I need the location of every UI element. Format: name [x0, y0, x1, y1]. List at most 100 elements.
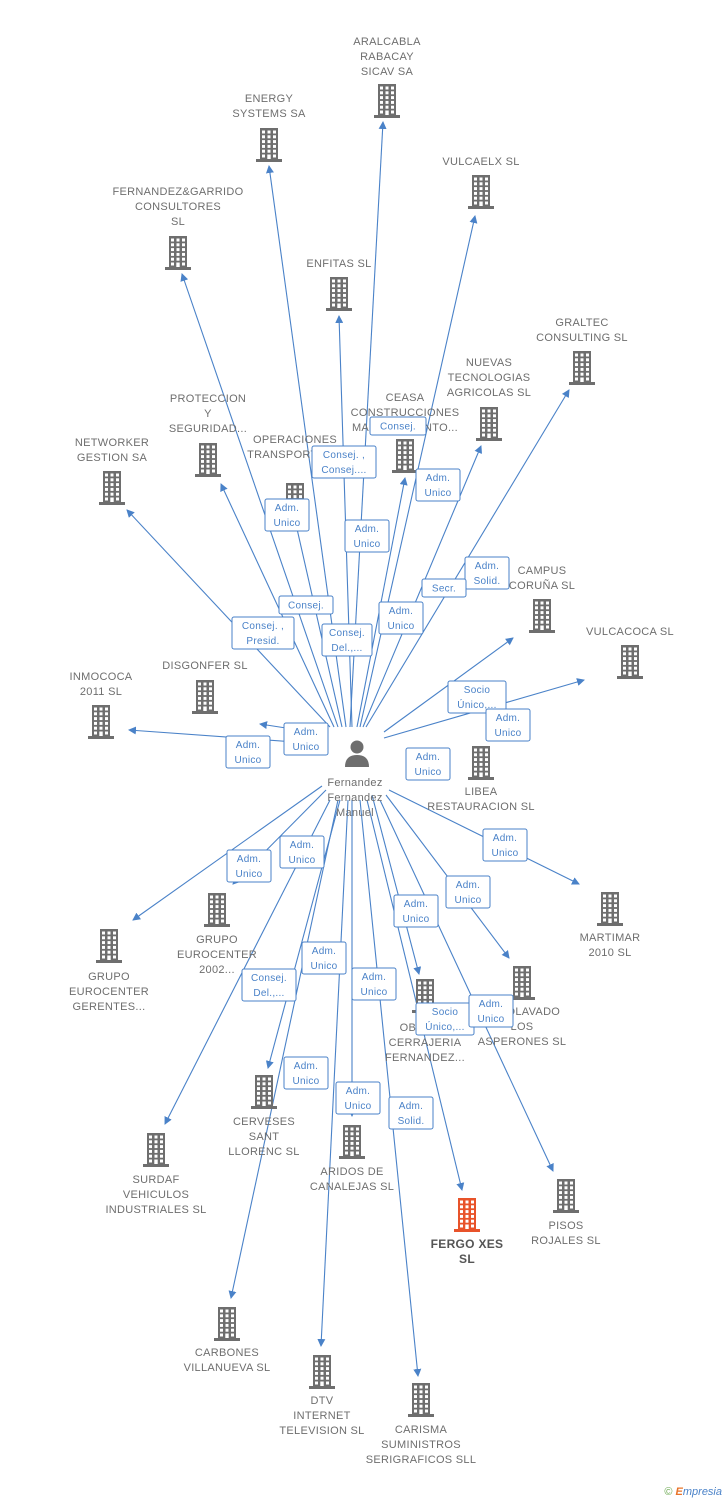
node-label: SL	[459, 1252, 475, 1266]
building-icon[interactable]	[88, 705, 114, 739]
relation-ceasa[interactable]: Adm.Unico	[378, 601, 424, 635]
relation-fernandezgarrido[interactable]: Adm.Unico	[264, 498, 310, 532]
relation-dtv[interactable]: Adm.Unico	[335, 1081, 381, 1115]
relation-label: Unico	[402, 914, 429, 925]
relation-martimar[interactable]: Adm.Unico	[482, 828, 528, 862]
relation-nuevas[interactable]: Secr.	[421, 578, 467, 598]
relation-vulcaelx[interactable]: Adm.Unico	[415, 468, 461, 502]
relation-aridos[interactable]: Adm.Unico	[351, 967, 397, 1001]
building-icon[interactable]	[476, 407, 502, 441]
relation-cerveses[interactable]: Adm.Unico	[301, 941, 347, 975]
node-vulcaelx[interactable]: VULCAELX SL	[442, 156, 519, 209]
edge-operaciones	[292, 519, 343, 728]
relation-operaciones[interactable]: Consej.Del.,...	[321, 623, 373, 657]
node-label: CERRAJERIA	[389, 1037, 462, 1049]
relation-label: Adm.	[479, 999, 504, 1010]
building-icon[interactable]	[597, 892, 623, 926]
relation-autolavado[interactable]: Adm.Unico	[445, 875, 491, 909]
relation-pisos[interactable]: Adm.Unico	[468, 994, 514, 1028]
building-icon[interactable]	[256, 128, 282, 162]
node-label: CAMPUS	[518, 565, 567, 577]
relation-obras[interactable]: Adm.Unico	[393, 894, 439, 928]
building-icon[interactable]	[143, 1133, 169, 1167]
building-icon[interactable]	[192, 680, 218, 714]
relation-proteccion[interactable]: Consej.	[278, 595, 334, 615]
node-grupogerentes[interactable]: GRUPOEUROCENTERGERENTES...	[69, 929, 149, 1013]
building-icon[interactable]	[204, 893, 230, 927]
relation-grupo200[interactable]: Adm.Unico	[279, 835, 325, 869]
building-icon[interactable]	[617, 645, 643, 679]
relation-label: Unico	[454, 895, 481, 906]
relation-campus[interactable]: SocioÚnico,...	[447, 680, 507, 714]
building-icon[interactable]	[374, 84, 400, 118]
relation-fergo[interactable]: SocioÚnico,...	[415, 1002, 475, 1036]
building-icon[interactable]	[392, 439, 418, 473]
building-icon[interactable]	[408, 1383, 434, 1417]
footer-brand[interactable]: © Empresia	[664, 1486, 722, 1498]
relation-carisma[interactable]: Adm.Solid.	[388, 1096, 434, 1130]
node-disgonfer[interactable]: DISGONFER SL	[162, 660, 248, 714]
node-enfitas[interactable]: ENFITAS SL	[306, 258, 371, 311]
building-icon[interactable]	[509, 966, 535, 1000]
building-icon[interactable]	[553, 1179, 579, 1213]
node-label: VILLANUEVA SL	[184, 1362, 271, 1374]
building-icon[interactable]	[96, 929, 122, 963]
relation-label: Único,...	[425, 1020, 464, 1033]
relation-enfitas[interactable]: Adm.Unico	[344, 519, 390, 553]
building-icon[interactable]	[468, 175, 494, 209]
node-proteccion[interactable]: PROTECCIONYSEGURIDAD...	[169, 393, 247, 477]
relation-label: Presid.	[246, 636, 279, 647]
building-icon[interactable]	[165, 236, 191, 270]
building-icon[interactable]	[195, 443, 221, 477]
relation-networker[interactable]: Consej. , Presid.	[231, 616, 295, 650]
center-label: Fernandez	[327, 777, 382, 789]
building-icon[interactable]	[251, 1075, 277, 1109]
building-icon[interactable]	[454, 1198, 480, 1232]
relation-graltec[interactable]: Adm.Solid.	[464, 556, 510, 590]
relation-grupogerentes[interactable]: Adm.Unico	[226, 849, 272, 883]
relation-disgonfer[interactable]: Adm.Unico	[283, 722, 329, 756]
relation-vulcacoca[interactable]: Adm.Unico	[485, 708, 531, 742]
relation-label: Adm.	[475, 561, 500, 572]
node-label: PISOS	[548, 1220, 583, 1232]
building-icon[interactable]	[468, 746, 494, 780]
building-icon[interactable]	[99, 471, 125, 505]
building-icon[interactable]	[339, 1125, 365, 1159]
relation-carbones[interactable]: Adm.Unico	[283, 1056, 329, 1090]
building-icon[interactable]	[569, 351, 595, 385]
node-vulcacoca[interactable]: VULCACOCA SL	[586, 626, 674, 679]
relation-label: Socio	[464, 685, 491, 696]
building-icon[interactable]	[529, 599, 555, 633]
relation-libea[interactable]: Adm.Unico	[405, 747, 451, 781]
relation-aralcabla[interactable]: Consej.	[369, 416, 427, 436]
node-grupo200[interactable]: GRUPOEUROCENTER2002...	[177, 893, 257, 976]
node-label: CARBONES	[195, 1347, 259, 1359]
node-label: SERIGRAFICOS SLL	[366, 1454, 477, 1466]
relation-surdaf[interactable]: Consej.Del.,...	[241, 968, 297, 1002]
building-icon[interactable]	[326, 277, 352, 311]
relation-inmococa[interactable]: Adm.Unico	[225, 735, 271, 769]
node-carbones[interactable]: CARBONES VILLANUEVA SL	[184, 1307, 271, 1374]
relation-label: Consej. ,	[242, 621, 284, 632]
building-icon[interactable]	[214, 1307, 240, 1341]
building-icon[interactable]	[309, 1355, 335, 1389]
relation-energy[interactable]: Consej. ,Consej....	[311, 445, 377, 479]
